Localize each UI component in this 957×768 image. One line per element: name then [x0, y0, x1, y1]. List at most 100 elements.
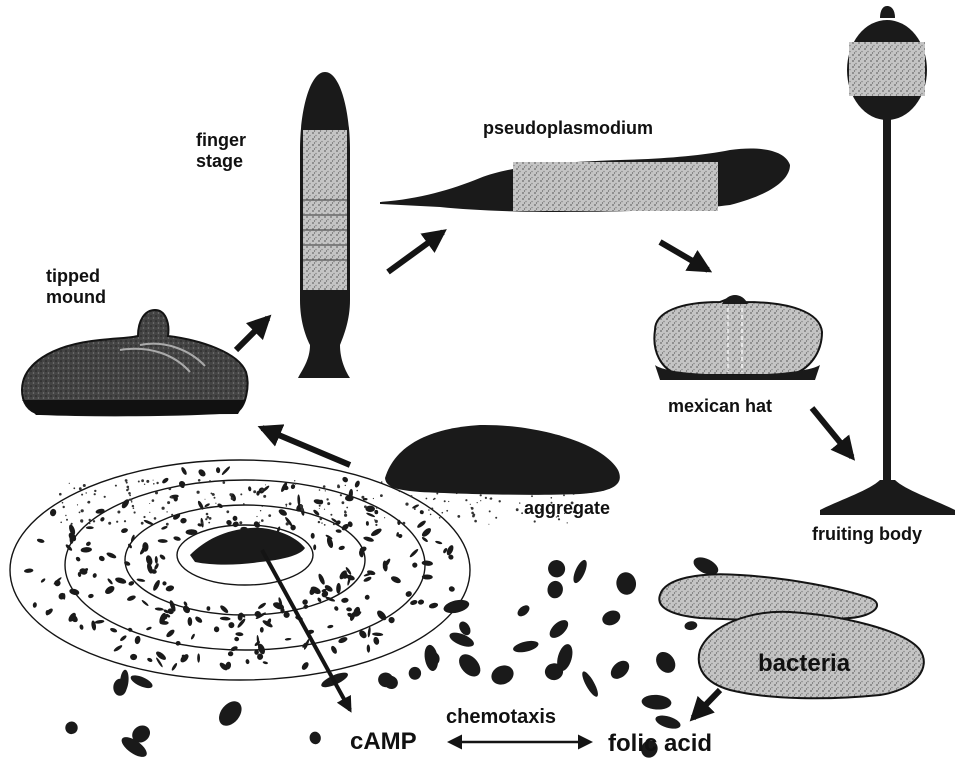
label-pseudoplasmodium: pseudoplasmodium [483, 118, 653, 139]
dust-speck [490, 498, 492, 500]
dust-speck [318, 521, 320, 523]
dust-speck [214, 497, 216, 499]
dust-speck [149, 512, 150, 513]
amoeba-cell [65, 721, 78, 735]
dust-speck [69, 483, 70, 484]
amoeba-cell [155, 607, 164, 611]
dust-speck [256, 516, 257, 517]
amoeba-cell [180, 466, 188, 476]
dust-speck [62, 502, 64, 504]
amoeba-cell [235, 632, 243, 636]
amoeba-cell [448, 585, 455, 592]
amoeba-cell [257, 602, 267, 610]
amoeba-cell [152, 579, 161, 592]
amoeba-cell [146, 626, 152, 631]
dust-speck [153, 480, 154, 481]
dust-speck [294, 480, 295, 481]
dust-speck [340, 494, 342, 496]
dust-speck [470, 504, 471, 505]
amoeba-cell [136, 578, 145, 582]
amoeba-cell [684, 620, 698, 630]
amoeba-cell [421, 536, 428, 543]
amoeba-cell [65, 543, 73, 551]
amoeba-cell [179, 653, 190, 664]
dust-speck [384, 517, 385, 518]
dust-speck [65, 515, 66, 516]
dust-speck [330, 514, 332, 516]
amoeba-cell [262, 661, 268, 665]
dust-speck [128, 492, 131, 495]
amoeba-cell [109, 627, 117, 633]
arrow-hat-to-fruiting [812, 408, 852, 457]
dust-speck [324, 509, 325, 510]
dust-speck [81, 509, 84, 512]
dust-speck [324, 524, 326, 526]
amoeba-cell [600, 608, 623, 628]
amoeba-cell [607, 657, 632, 682]
dust-speck [426, 498, 428, 500]
amoeba-cell [217, 503, 224, 509]
amoeba-cell [333, 605, 339, 611]
label-finger-stage-line1: finger [196, 130, 246, 151]
amoeba-cell [512, 639, 540, 655]
aggregation-center [190, 528, 305, 565]
dust-speck [410, 495, 412, 497]
amoeba-cell [130, 654, 137, 660]
amoeba-cell [515, 603, 531, 618]
amoeba-cell [165, 584, 175, 592]
dust-speck [534, 520, 536, 522]
dust-speck [152, 499, 155, 502]
amoeba-cell [297, 494, 300, 506]
dust-speck [81, 521, 83, 523]
dust-speck [289, 502, 292, 505]
amoeba-cell [24, 568, 34, 573]
label-tipped-mound-line1: tipped [46, 266, 106, 287]
dust-speck [155, 491, 158, 494]
amoeba-cell [409, 548, 419, 558]
bacteria-shapes [659, 574, 923, 698]
label-folic-acid: folic acid [608, 730, 712, 758]
dust-speck [488, 524, 489, 525]
dust-speck [285, 504, 287, 506]
amoeba-cell [313, 544, 316, 550]
amoeba-cell [285, 638, 292, 641]
amoeba-cell [104, 584, 116, 595]
label-chemotaxis: chemotaxis [446, 706, 556, 729]
amoeba-cell [86, 526, 94, 529]
dust-speck [465, 499, 467, 501]
amoeba-cell [374, 510, 378, 515]
dust-speck [323, 485, 326, 488]
amoeba-cell [190, 633, 195, 640]
amoeba-cell [107, 578, 114, 585]
amoeba-cell [409, 599, 418, 606]
dust-speck [166, 523, 169, 526]
amoeba-cell [219, 604, 229, 614]
dust-speck [209, 480, 211, 482]
arrow-center-to-camp [262, 550, 350, 710]
dust-speck [162, 507, 165, 510]
dust-speck [149, 503, 150, 504]
amoeba-cell [119, 634, 127, 642]
dust-speck [414, 508, 416, 510]
dust-speck [263, 495, 266, 498]
amoeba-cell [420, 510, 425, 515]
amoeba-cell [370, 527, 383, 537]
dust-speck [94, 490, 96, 492]
camp-wave-rings [10, 460, 470, 680]
amoeba-cell [278, 508, 288, 517]
arrow-bacteria-to-folic [693, 690, 720, 718]
amoeba-cell [330, 645, 338, 655]
amoeba-cell [75, 556, 81, 562]
dust-speck [474, 520, 477, 523]
dust-speck [154, 517, 157, 520]
dust-speck [153, 483, 155, 485]
label-finger-stage-line2: stage [196, 151, 246, 172]
dust-speck [265, 484, 266, 485]
dust-speck [141, 479, 144, 482]
dust-speck [260, 510, 261, 511]
amoeba-cell [88, 593, 94, 598]
amoeba-cell [546, 617, 571, 641]
amoeba-cell [228, 651, 233, 656]
mexican-hat-shape [654, 295, 822, 380]
dust-speck [433, 499, 435, 501]
